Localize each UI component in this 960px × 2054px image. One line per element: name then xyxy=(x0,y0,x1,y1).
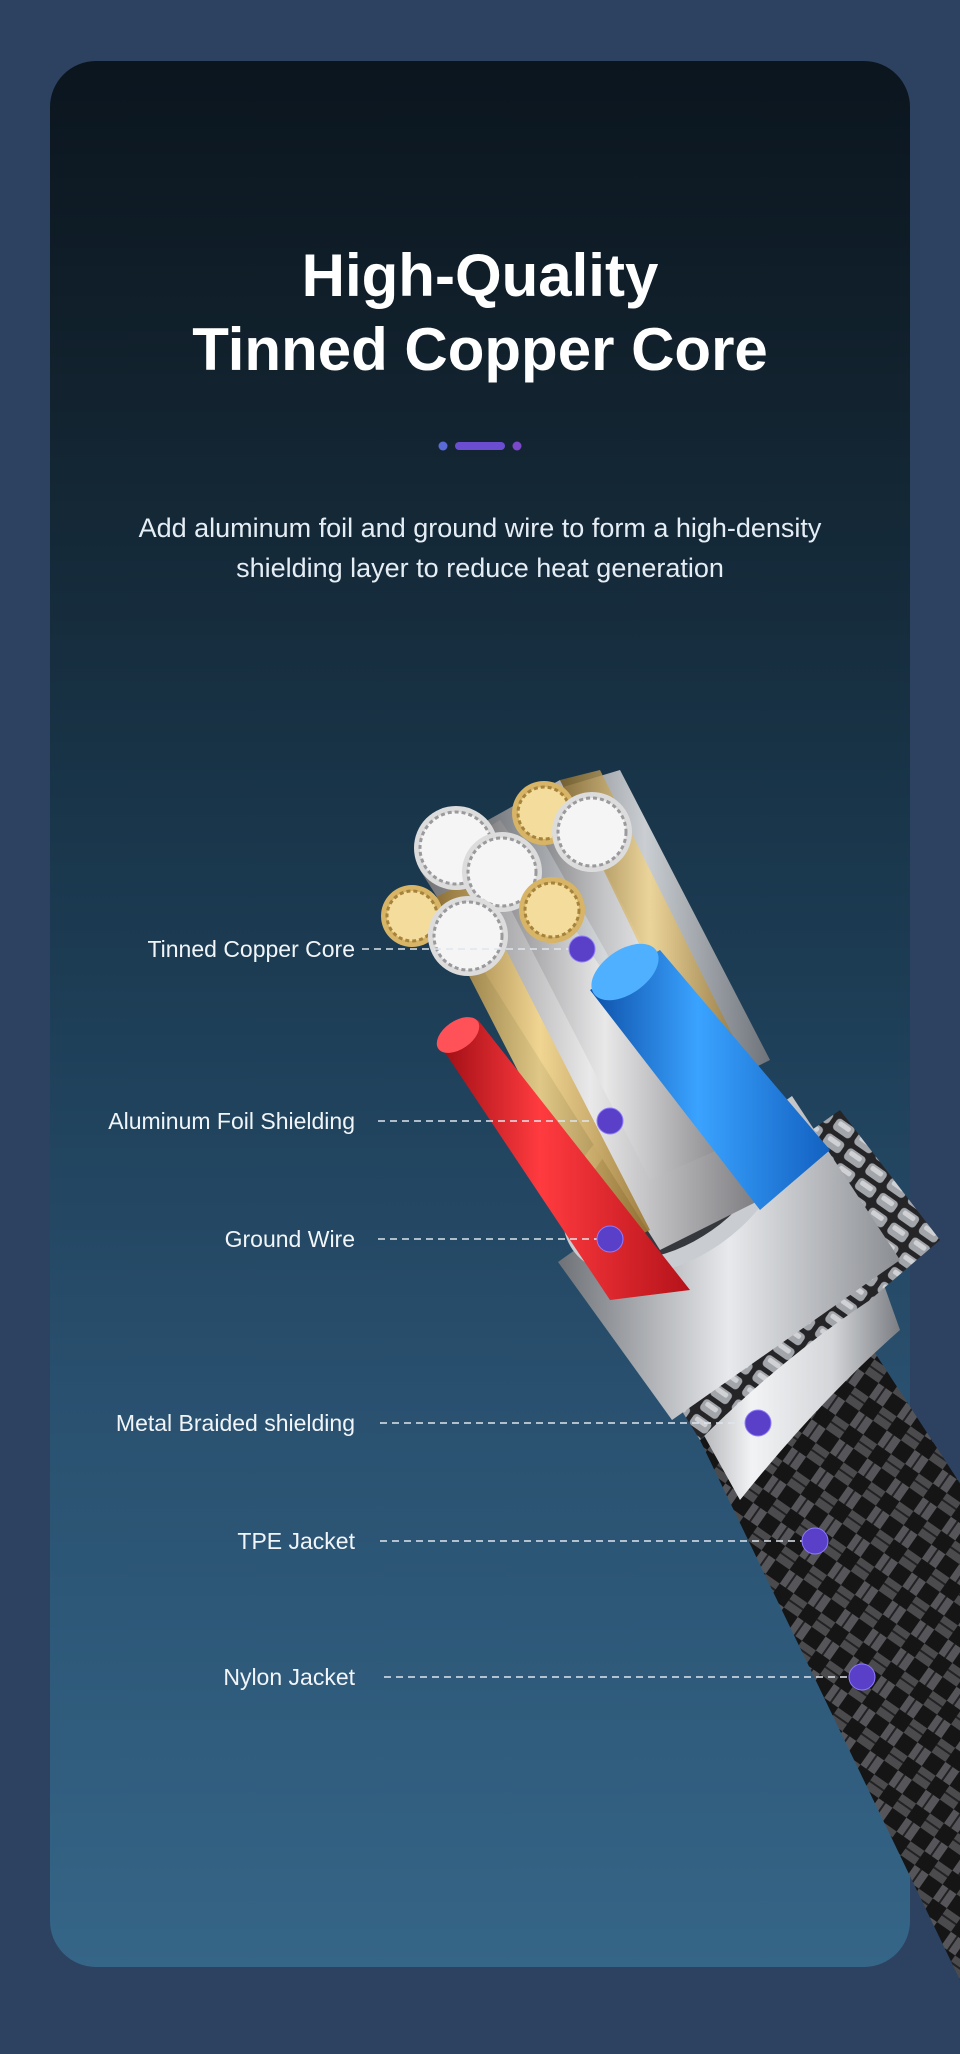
description-line-2: shielding layer to reduce heat generatio… xyxy=(236,553,724,583)
marker-dot-tinned-copper-core xyxy=(568,935,596,963)
callout-label-tpe-jacket: TPE Jacket xyxy=(237,1528,355,1554)
title-divider xyxy=(438,441,522,451)
callout-label-nylon-jacket: Nylon Jacket xyxy=(223,1664,355,1690)
callout-label-aluminum-foil-shielding: Aluminum Foil Shielding xyxy=(108,1108,355,1134)
marker-dot-ground-wire xyxy=(596,1225,624,1253)
callout-label-tinned-copper-core: Tinned Copper Core xyxy=(147,936,355,962)
page-title-line-1: High-Quality xyxy=(301,242,659,309)
marker-dot-nylon-jacket xyxy=(848,1663,876,1691)
divider-bar xyxy=(455,442,505,450)
marker-dot-tpe-jacket xyxy=(801,1527,829,1555)
page-title-line-2: Tinned Copper Core xyxy=(192,316,768,383)
description-line-1: Add aluminum foil and ground wire to for… xyxy=(138,513,822,543)
marker-dot-metal-braided-shielding xyxy=(744,1409,772,1437)
callout-label-metal-braided-shielding: Metal Braided shielding xyxy=(115,1410,355,1436)
divider-dot-right xyxy=(512,441,522,451)
divider-dot-left xyxy=(438,441,448,451)
marker-dot-aluminum-foil-shielding xyxy=(596,1107,624,1135)
callout-label-ground-wire: Ground Wire xyxy=(224,1226,355,1252)
